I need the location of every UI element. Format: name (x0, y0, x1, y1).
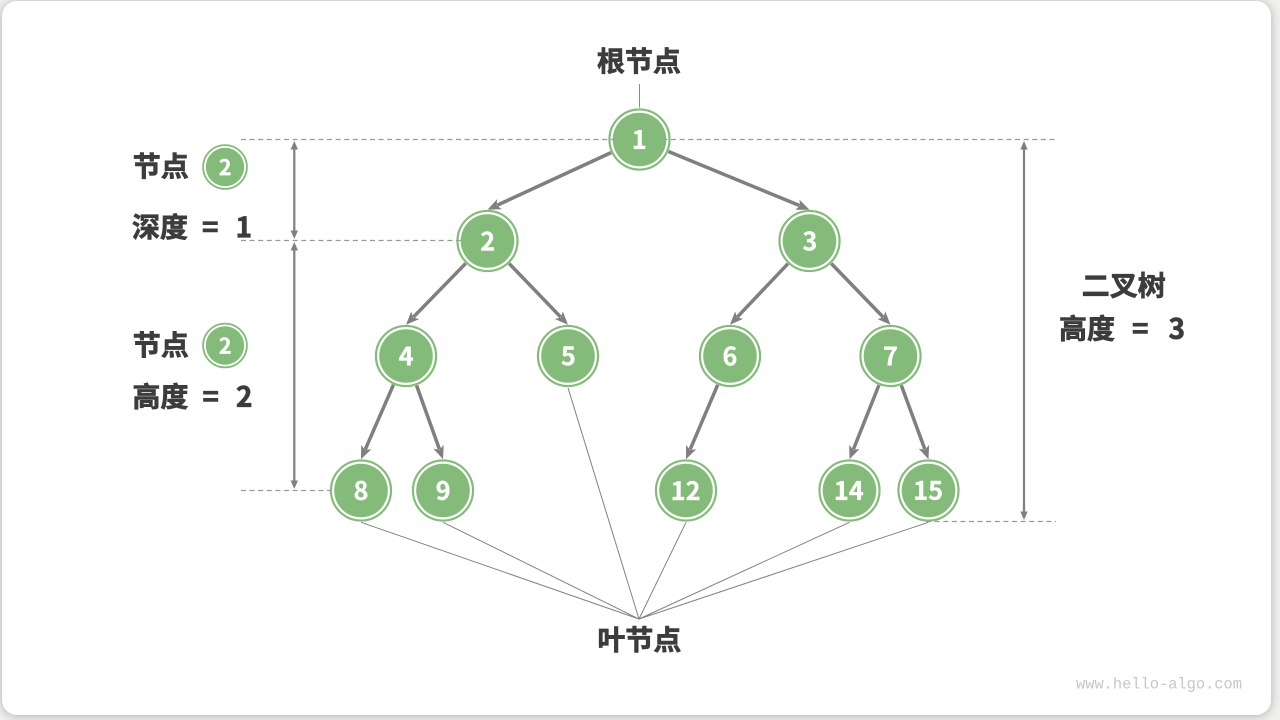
svg-text:www.hello-algo.com: www.hello-algo.com (1076, 676, 1242, 694)
